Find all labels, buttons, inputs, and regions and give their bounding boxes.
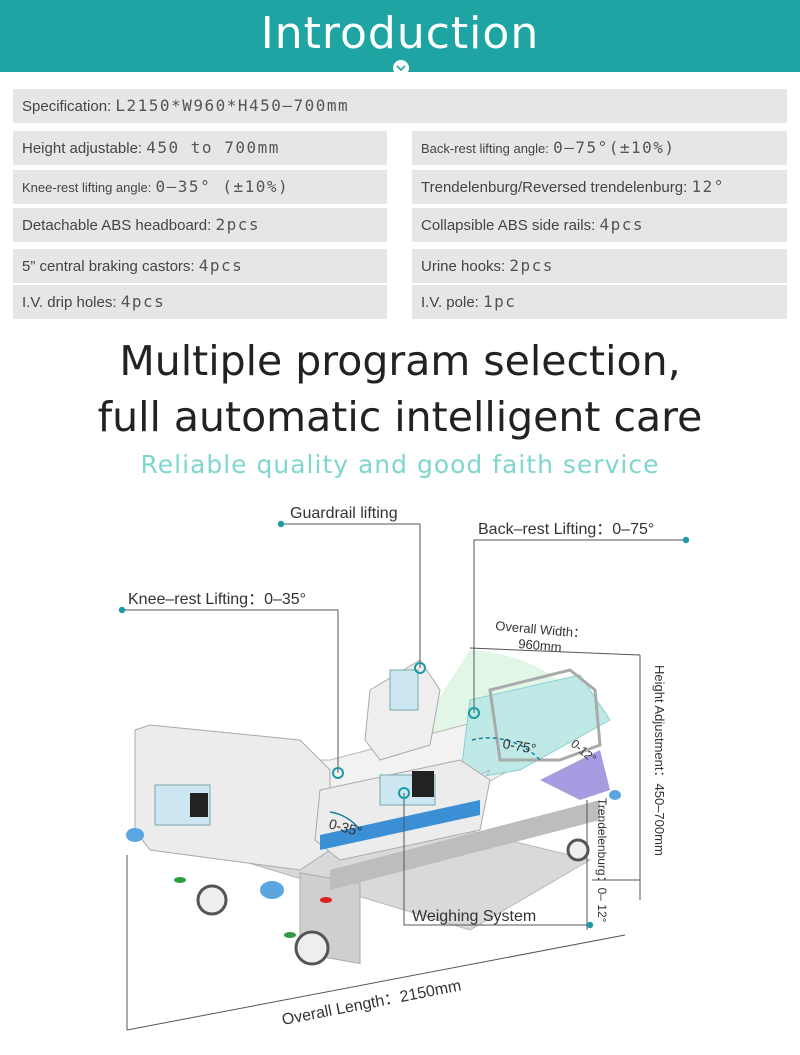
spec-label: Collapsible ABS side rails:	[421, 217, 596, 234]
spec-value: 4pcs	[120, 292, 166, 311]
tagline: Reliable quality and good faith service	[140, 450, 660, 479]
header-banner: Introduction	[0, 0, 800, 76]
spec-row-trendelenburg: Trendelenburg/Reversed trendelenburg: 12…	[412, 170, 787, 204]
spec-label: 5” central braking castors:	[22, 258, 195, 275]
spec-row-castors: 5” central braking castors: 4pcs	[13, 249, 387, 283]
headline-line-1: Multiple program selection,	[119, 337, 681, 385]
spec-label: Knee-rest lifting angle:	[22, 180, 152, 195]
callout-backrest: Back–rest Lifting：0–75°	[478, 521, 654, 538]
callout-width-value: 960mm	[518, 636, 563, 655]
callout-kneerest: Knee–rest Lifting：0–35°	[128, 591, 306, 608]
spec-label: Detachable ABS headboard:	[22, 217, 212, 234]
spec-label: I.V. pole:	[421, 294, 479, 311]
spec-value: 4pcs	[198, 256, 244, 275]
spec-value: 2pcs	[509, 256, 554, 275]
bed-diagram: 0-75° 0-35° 0-12° Guardrail lifting Back…	[118, 505, 690, 1031]
spec-value: 1pc	[483, 292, 517, 311]
spec-label: I.V. drip holes:	[22, 294, 117, 311]
spec-value: 2pcs	[215, 215, 261, 234]
callout-guardrail: Guardrail lifting	[290, 505, 398, 522]
page-title: Introduction	[260, 8, 540, 59]
callout-length: Overall Length：2150mm	[281, 977, 463, 1028]
chevron-down-icon	[393, 60, 409, 76]
spec-value: 4pcs	[599, 215, 644, 234]
spec-row-ivholes: I.V. drip holes: 4pcs	[13, 285, 387, 319]
spec-row-height: Height adjustable: 450 to 700mm	[13, 131, 387, 165]
callout-weighing: Weighing System	[412, 908, 536, 925]
spec-label: Height adjustable:	[22, 140, 143, 157]
spec-row-specification: Specification: L2150*W960*H450–700mm	[13, 89, 787, 123]
spec-label: Specification:	[22, 98, 112, 115]
spec-label: Trendelenburg/Reversed trendelenburg:	[421, 179, 688, 196]
spec-value: L2150*W960*H450–700mm	[115, 96, 350, 115]
spec-value: 0–75°(±10%)	[553, 138, 676, 157]
spec-label: Urine hooks:	[421, 258, 506, 275]
spec-label: Back-rest lifting angle:	[421, 141, 549, 156]
spec-row-backrest: Back-rest lifting angle: 0–75°(±10%)	[412, 131, 787, 165]
spec-value: 12°	[691, 177, 725, 196]
spec-value: 0–35° (±10%)	[155, 177, 290, 196]
spec-row-headboard: Detachable ABS headboard: 2pcs	[13, 208, 387, 242]
spec-row-siderails: Collapsible ABS side rails: 4pcs	[412, 208, 787, 242]
spec-row-urinehooks: Urine hooks: 2pcs	[412, 249, 787, 283]
spec-value: 450 to 700mm	[146, 138, 280, 157]
callout-height: Height Adjustment：450–700mm	[652, 665, 667, 856]
spec-row-ivpole: I.V. pole: 1pc	[412, 285, 787, 319]
spec-row-kneerest: Knee-rest lifting angle: 0–35° (±10%)	[13, 170, 387, 204]
headline-line-2: full automatic intelligent care	[97, 393, 703, 441]
callout-trendelenburg: Trendelenburg：0– 12°	[595, 798, 609, 923]
angle-back-label: 0-75°	[501, 735, 537, 757]
